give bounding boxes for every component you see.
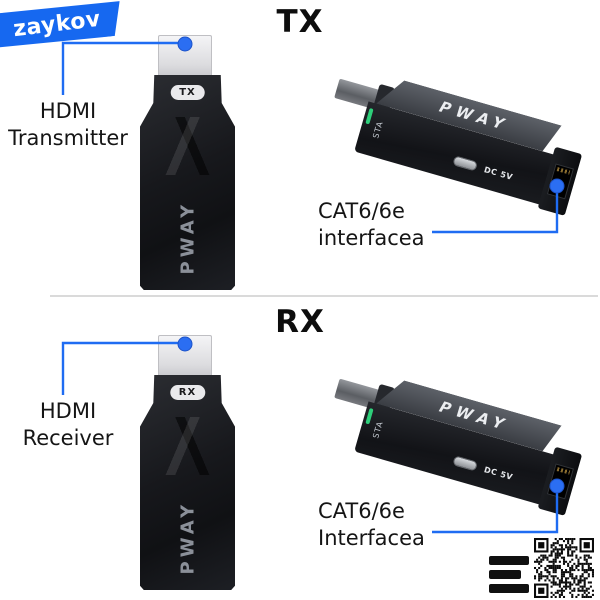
stick-badge-tx: TX [170,85,205,100]
extender-side-rx: PWAY STA DC 5V [334,400,583,516]
rj45-port [546,463,574,500]
label-line: CAT6/6e [318,499,405,523]
label-line: HDMI [39,99,97,123]
tx-heading: TX [276,4,324,40]
stick-badge-rx: RX [169,385,206,400]
status-led [365,407,374,425]
status-led [365,107,374,125]
rx-heading: RX [275,304,325,340]
label-line: Transmitter [8,125,128,150]
hdmi-transmitter-label: HDMI Transmitter [2,98,134,152]
hdmi-stick-tx: TX PWAY [140,35,235,290]
dc-power-port [452,155,479,172]
stick-chevron-pattern [140,417,235,475]
hdmi-connector [158,35,212,77]
qr-code [534,538,594,598]
extender-side-tx: PWAY STA DC 5V [334,100,583,216]
sta-label: STA [371,119,385,140]
stick-body: RX PWAY [140,375,235,590]
sta-label: STA [371,419,385,440]
hdmi-connector [158,335,212,377]
pway-logo: PWAY [177,500,198,574]
qr-finder-patterns [534,538,594,598]
cat6-rx-label: CAT6/6e Interfacea [318,498,440,552]
cat6-tx-label: CAT6/6e interfacea [318,198,440,252]
label-line: interfacea [318,225,425,250]
stick-chevron-pattern [140,117,235,175]
qr-modules [534,538,594,598]
mark-bar [489,556,529,565]
hdmi-receiver-label: HDMI Receiver [2,398,134,452]
hdmi-stick-rx: RX PWAY [140,335,235,590]
label-line: Receiver [22,425,114,450]
label-line: CAT6/6e [318,199,405,223]
rj45-port [546,163,574,200]
mark-bar [489,584,529,593]
pway-logo: PWAY [177,200,198,274]
section-divider [50,295,598,297]
label-line: Interfacea [318,525,425,550]
dc-5v-label: DC 5V [483,165,514,182]
dc-power-port [452,455,479,472]
qr-caption-mark [489,556,529,594]
mark-bar [489,570,521,579]
stick-body: TX PWAY [140,75,235,290]
label-line: HDMI [39,399,97,423]
dc-5v-label: DC 5V [483,465,514,482]
